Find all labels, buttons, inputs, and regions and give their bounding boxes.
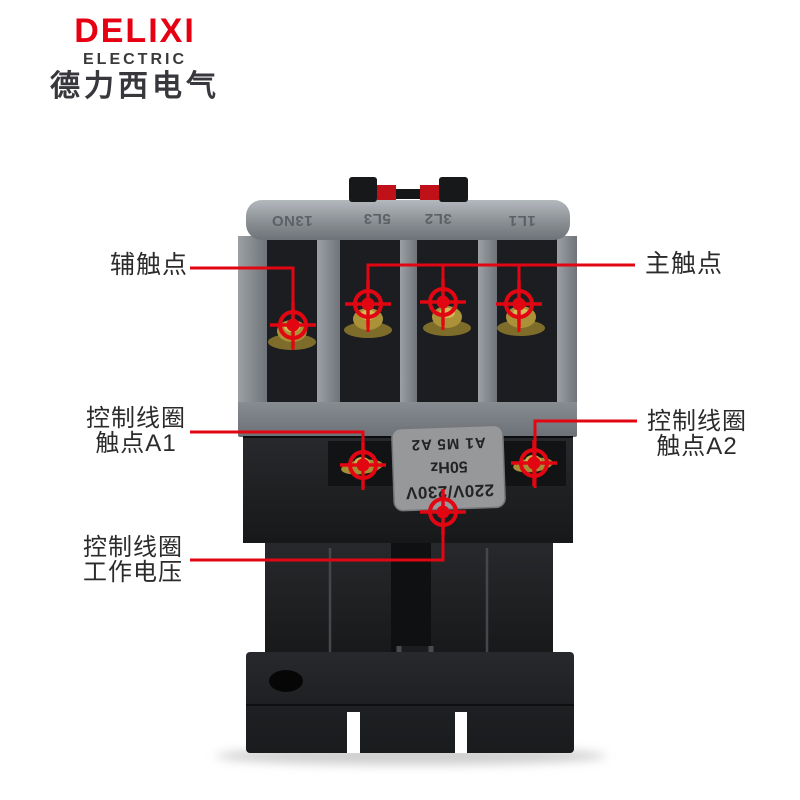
- nameplate-voltage: 220V/230V: [405, 480, 494, 502]
- callout-label-coil-a1: 控制线圈 触点A1: [84, 406, 188, 456]
- top-clips: [349, 177, 468, 202]
- product-base: [246, 652, 574, 753]
- terminal-marking-1l1: 1L1: [508, 212, 535, 229]
- callout-text-line: 辅触点: [109, 251, 188, 279]
- mounting-hole: [269, 670, 303, 692]
- top-cap: 13NO 5L3 3L2 1L1: [246, 200, 570, 240]
- callout-text-line: 触点A1: [95, 430, 177, 457]
- callout-label-coil-a2: 控制线圈 触点A2: [645, 409, 749, 459]
- callout-label-aux-contact: 辅触点: [40, 253, 188, 278]
- callout-label-main-contact: 主触点: [645, 252, 793, 277]
- terminal-marking-13no: 13NO: [271, 212, 312, 229]
- callout-text-line: 工作电压: [83, 559, 183, 586]
- brand-wordmark: DELIXI: [74, 11, 196, 51]
- callout-text-line: 控制线圈: [86, 405, 186, 432]
- terminal-marking-5l3: 5L3: [363, 210, 390, 227]
- nameplate-frequency: 50Hz: [430, 457, 468, 475]
- coil-nameplate: 220V/230V 50Hz A1 M5 A2: [391, 424, 506, 512]
- callout-label-coil-voltage: 控制线圈 工作电压: [81, 535, 185, 585]
- brand-logo: DELIXI ELECTRIC 德力西电气: [45, 14, 225, 102]
- callout-text-line: 触点A2: [656, 433, 738, 460]
- callout-text-line: 控制线圈: [647, 408, 747, 435]
- brand-cn-name: 德力西电气: [50, 70, 220, 103]
- brand-subtitle: ELECTRIC: [83, 51, 187, 68]
- callout-text-line: 主触点: [645, 250, 724, 278]
- nameplate-terminals: A1 M5 A2: [410, 434, 486, 454]
- terminal-marking-3l2: 3L2: [424, 210, 451, 227]
- terminal-block: [238, 236, 577, 402]
- callout-text-line: 控制线圈: [83, 534, 183, 561]
